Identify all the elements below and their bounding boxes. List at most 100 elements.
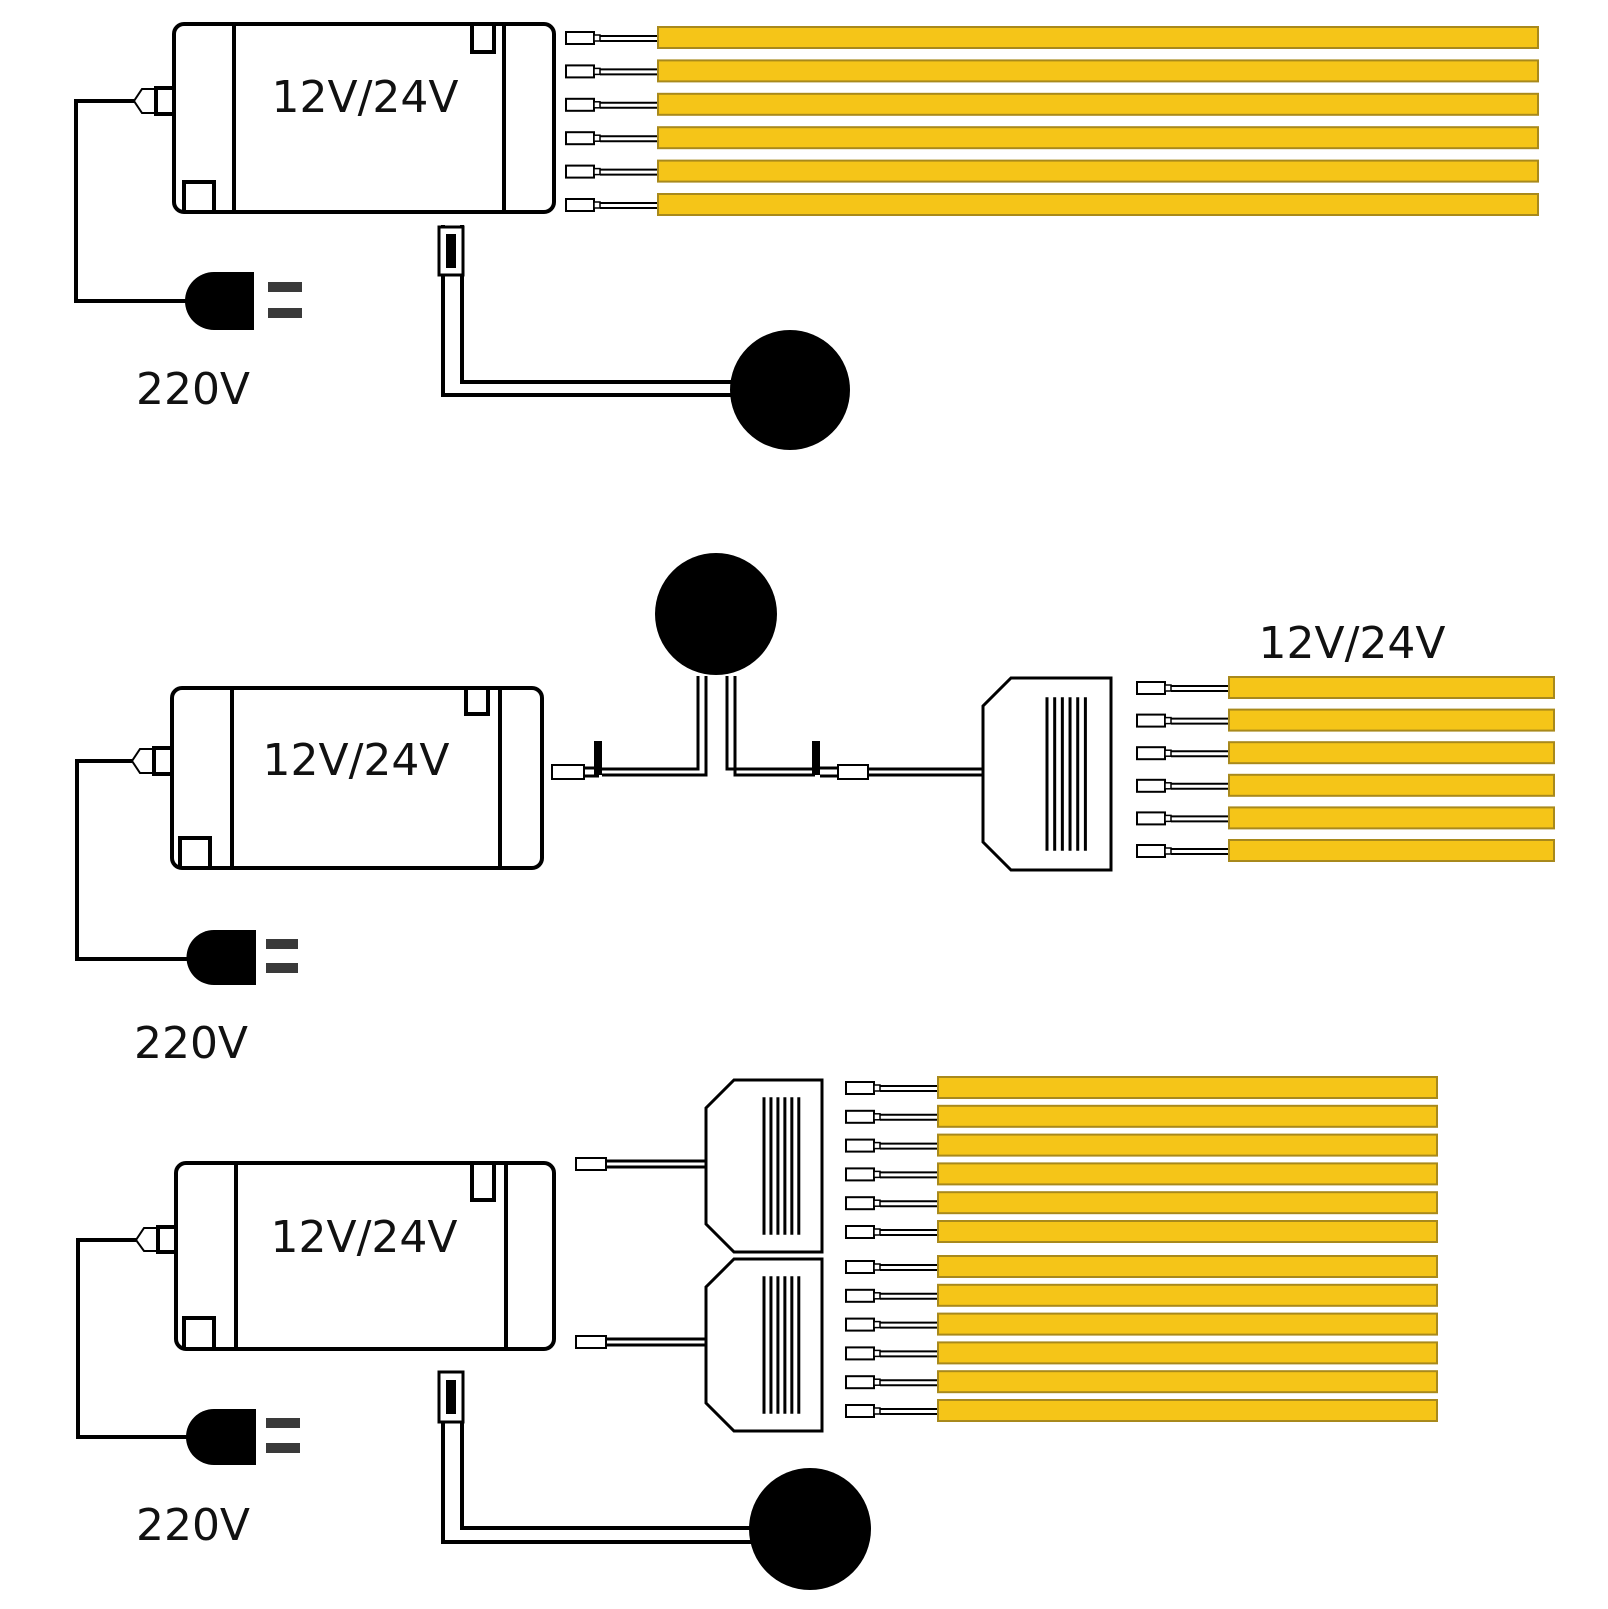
led-strip-bar (937, 1076, 1438, 1099)
strip-connector (845, 1404, 875, 1418)
led-strip-group (845, 1076, 1438, 1243)
output-voltage-label: 12V/24V (1259, 618, 1446, 669)
led-strip (845, 1255, 1438, 1278)
strip-connector (1136, 713, 1166, 728)
led-strip-bar (1228, 708, 1555, 732)
led-strip (565, 26, 1539, 49)
led-strip (845, 1104, 1438, 1128)
strip-connector (845, 1346, 875, 1361)
led-strip (1136, 839, 1555, 862)
led-strip-bar (1228, 741, 1555, 765)
led-strip-bar (937, 1220, 1438, 1243)
mains-label: 220V (134, 1018, 248, 1069)
led-strip (845, 1283, 1438, 1307)
led-strip (845, 1341, 1438, 1365)
led-strip-bar (657, 193, 1539, 216)
strip-connector (565, 64, 595, 79)
strip-connector (565, 164, 595, 179)
driver-box (132, 22, 556, 214)
led-strip (845, 1370, 1438, 1394)
led-strip (845, 1133, 1438, 1157)
led-strip (845, 1399, 1438, 1422)
splitter-input-leads (575, 1157, 708, 1349)
led-strip (1136, 708, 1555, 732)
sensor-icon (730, 330, 850, 450)
led-strip-bar (937, 1283, 1438, 1307)
strip-connector (1136, 844, 1166, 858)
led-strip-bar (937, 1341, 1438, 1365)
strip-connector (1136, 811, 1166, 826)
driver-label: 12V/24V (271, 1212, 458, 1263)
led-strip (1136, 773, 1555, 797)
mains-cable (75, 759, 214, 961)
strip-connector (565, 131, 595, 146)
led-strip-group (1136, 676, 1555, 862)
led-strip (845, 1220, 1438, 1243)
led-strip-bar (937, 1104, 1438, 1128)
strip-connector (845, 1109, 875, 1124)
led-strip (565, 159, 1539, 183)
led-strip-bar (937, 1133, 1438, 1157)
mains-label: 220V (136, 364, 250, 415)
led-strip-bar (1228, 676, 1555, 699)
led-strip (845, 1312, 1438, 1336)
splitter-box (981, 676, 1113, 872)
led-strip (1136, 676, 1555, 699)
led-strip (1136, 741, 1555, 765)
led-strip (845, 1076, 1438, 1099)
sensor-switch-cable (551, 676, 985, 780)
led-strip-bar (937, 1162, 1438, 1186)
diagram-1: 12V/24V 220V (74, 22, 1539, 450)
strip-connector (845, 1375, 875, 1390)
led-strip-group (565, 26, 1539, 216)
driver-label: 12V/24V (272, 72, 459, 123)
sensor-icon (749, 1468, 871, 1590)
diagram-2: 12V/24V 220V 12V/24V (75, 553, 1555, 1069)
plug-icon (186, 1409, 300, 1465)
led-strip (845, 1162, 1438, 1186)
strip-connector (845, 1081, 875, 1095)
led-strip-bar (937, 1370, 1438, 1394)
led-strip (565, 193, 1539, 216)
mains-label: 220V (136, 1500, 250, 1551)
splitter-box (704, 1078, 824, 1254)
led-strip-bar (1228, 773, 1555, 797)
strip-connector (565, 97, 595, 112)
mains-cable (76, 1238, 214, 1439)
led-strip-bar (1228, 839, 1555, 862)
strip-connector (845, 1260, 875, 1274)
led-strip-bar (937, 1191, 1438, 1215)
led-strip (845, 1191, 1438, 1215)
led-strip-bar (657, 26, 1539, 49)
led-strip (565, 59, 1539, 83)
led-strip-bar (657, 59, 1539, 83)
strip-connector (845, 1317, 875, 1332)
led-strip-bar (657, 92, 1539, 116)
led-strip-bar (1228, 806, 1555, 830)
led-strip-bar (657, 126, 1539, 150)
sensor-cable (437, 225, 735, 397)
led-strip (565, 126, 1539, 150)
strip-connector (845, 1167, 875, 1182)
strip-connector (845, 1196, 875, 1211)
sensor-cable (437, 1370, 755, 1544)
driver-box (134, 1161, 556, 1351)
strip-connector (1136, 746, 1166, 761)
strip-connector (565, 198, 595, 212)
led-strip (565, 92, 1539, 116)
plug-icon (185, 272, 302, 330)
strip-connector (845, 1138, 875, 1153)
driver-label: 12V/24V (263, 735, 450, 786)
strip-connector (1136, 778, 1166, 793)
plug-icon (186, 930, 298, 985)
led-strip-bar (937, 1312, 1438, 1336)
mains-cable (74, 99, 214, 303)
sensor-icon (655, 553, 777, 675)
led-strip-group (845, 1255, 1438, 1422)
led-strip-bar (657, 159, 1539, 183)
strip-connector (845, 1225, 875, 1239)
strip-connector (1136, 681, 1166, 695)
led-strip (1136, 806, 1555, 830)
strip-connector (565, 31, 595, 45)
